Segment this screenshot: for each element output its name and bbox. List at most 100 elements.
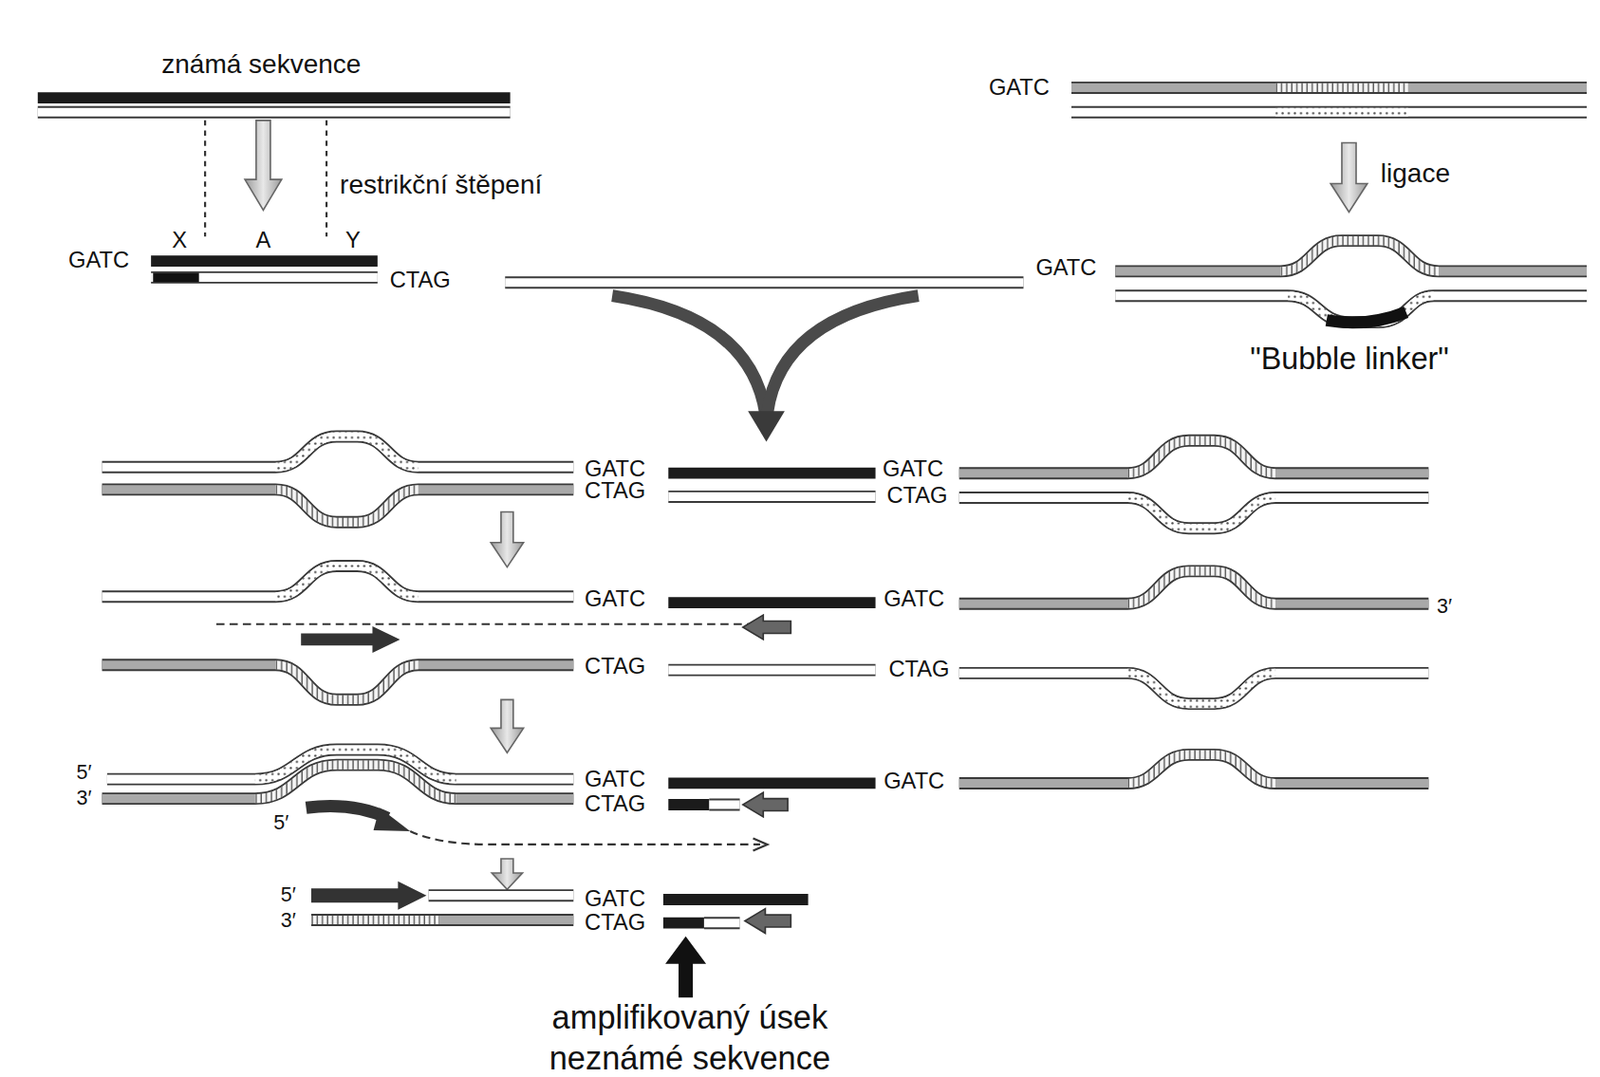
illustration-part bbox=[1330, 142, 1368, 212]
sticky-end: CTAG bbox=[886, 483, 948, 509]
illustration-part bbox=[704, 918, 741, 928]
illustration-part bbox=[744, 909, 791, 934]
illustration-part bbox=[504, 276, 1024, 289]
illustration-part bbox=[152, 273, 199, 283]
illustration-part bbox=[959, 440, 1430, 473]
illustration-part bbox=[668, 490, 875, 503]
illustration-part bbox=[663, 917, 705, 930]
illustration-part bbox=[1127, 571, 1276, 604]
strand-end: 5′ bbox=[280, 883, 297, 908]
illustration-part bbox=[767, 296, 919, 414]
strand-end: 5′ bbox=[76, 761, 93, 785]
illustration-part bbox=[1115, 296, 1587, 323]
illustration-part bbox=[409, 831, 761, 845]
sticky-end: CTAG bbox=[889, 657, 950, 684]
step-label: ligace bbox=[1380, 158, 1451, 189]
illustration-part bbox=[1127, 672, 1276, 704]
illustration-part bbox=[1287, 296, 1434, 323]
illustration-part bbox=[244, 120, 282, 211]
illustration-part bbox=[959, 571, 1430, 604]
site-letter: Y bbox=[345, 227, 361, 254]
sticky-end: GATC bbox=[883, 587, 945, 614]
illustration-part bbox=[204, 120, 206, 238]
illustration-part bbox=[102, 764, 575, 799]
result-caption: amplifikovaný úsek neznámé sekvence bbox=[509, 997, 871, 1077]
illustration-part bbox=[1115, 296, 1587, 323]
sequence-caption: známá sekvence bbox=[161, 49, 361, 80]
site-letter: X bbox=[171, 227, 187, 254]
illustration-part bbox=[959, 754, 1430, 783]
step-label: restrikční štěpení bbox=[339, 169, 542, 201]
illustration-part bbox=[668, 664, 875, 677]
illustration-part bbox=[325, 120, 328, 238]
sticky-end: CTAG bbox=[584, 910, 646, 936]
linker-name: "Bubble linker" bbox=[1249, 341, 1450, 377]
sticky-end: GATC bbox=[68, 248, 130, 275]
sticky-end: CTAG bbox=[584, 792, 646, 819]
illustration-part bbox=[708, 799, 740, 812]
illustration-part bbox=[311, 915, 439, 925]
illustration-part bbox=[37, 92, 511, 104]
illustration-part bbox=[102, 436, 575, 467]
sticky-end: GATC bbox=[882, 456, 944, 483]
illustration-part bbox=[1280, 241, 1439, 272]
illustration-part bbox=[959, 498, 1430, 529]
illustration-part bbox=[438, 915, 574, 925]
illustration-part bbox=[1127, 440, 1276, 473]
illustration-part bbox=[1071, 81, 1587, 94]
site-letter: A bbox=[255, 227, 271, 254]
sticky-end: CTAG bbox=[390, 267, 451, 294]
illustration-part bbox=[275, 489, 419, 522]
illustration-part bbox=[704, 916, 741, 930]
illustration-part bbox=[959, 672, 1430, 704]
illustration-part bbox=[102, 764, 575, 799]
sticky-end: CTAG bbox=[584, 654, 646, 681]
illustration-part bbox=[102, 665, 575, 701]
illustration-part bbox=[311, 913, 574, 927]
illustration-part bbox=[743, 792, 788, 818]
sticky-end: GATC bbox=[584, 456, 646, 483]
illustration-part bbox=[708, 800, 740, 809]
illustration-part bbox=[150, 273, 378, 282]
illustration-part bbox=[300, 626, 400, 653]
illustration-part bbox=[102, 566, 575, 597]
illustration-part bbox=[311, 881, 428, 911]
illustration-part bbox=[275, 566, 419, 597]
sticky-end: CTAG bbox=[584, 479, 646, 505]
illustration-part bbox=[428, 891, 575, 900]
illustration-part bbox=[663, 893, 809, 906]
illustration-part bbox=[665, 936, 707, 998]
illustration-part bbox=[1115, 241, 1587, 272]
illustration-part bbox=[1127, 754, 1276, 783]
illustration-part bbox=[1275, 108, 1409, 117]
amplified-product bbox=[311, 881, 809, 999]
illustration-part bbox=[102, 665, 575, 701]
illustration-part bbox=[612, 296, 765, 414]
illustration-part bbox=[959, 571, 1430, 604]
illustration-part bbox=[1071, 106, 1587, 119]
illustration-part bbox=[668, 492, 875, 502]
sticky-end: GATC bbox=[584, 887, 646, 913]
sticky-end: GATC bbox=[1035, 255, 1097, 281]
illustration-part bbox=[490, 512, 523, 568]
ligated-construct bbox=[102, 436, 1430, 568]
bubble-linker bbox=[1071, 87, 1587, 322]
illustration-part bbox=[255, 764, 457, 799]
sticky-end: GATC bbox=[988, 74, 1050, 101]
illustration-part bbox=[306, 805, 389, 819]
illustration-part bbox=[668, 596, 875, 609]
illustration-part bbox=[1275, 83, 1409, 93]
illustration-part bbox=[1115, 241, 1587, 272]
illustration-part bbox=[1071, 83, 1587, 93]
illustration-part bbox=[747, 410, 785, 442]
strand-end: 5′ bbox=[273, 810, 289, 835]
sticky-end: GATC bbox=[584, 766, 646, 793]
illustration-part bbox=[102, 436, 575, 467]
illustration-part bbox=[743, 614, 792, 640]
illustration-part bbox=[216, 623, 750, 626]
strand-end: 3′ bbox=[280, 909, 297, 933]
illustration-part bbox=[668, 778, 875, 790]
illustration-part bbox=[150, 271, 378, 284]
